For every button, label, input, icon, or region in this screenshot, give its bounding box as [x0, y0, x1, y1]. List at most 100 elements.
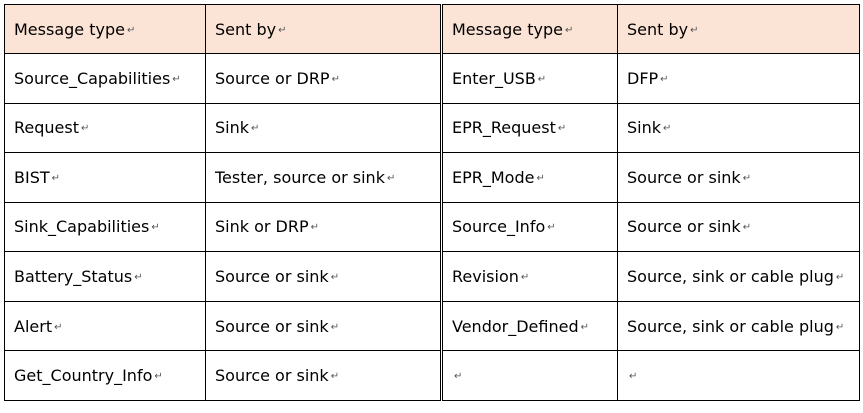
table-cell: Vendor_Defined↵: [440, 300, 618, 352]
header-text: Message type: [14, 19, 125, 39]
paragraph-mark-icon: ↵: [690, 24, 699, 36]
cell-text: Tester, source or sink: [215, 167, 385, 187]
cell-text: Source or sink: [627, 217, 741, 237]
table-cell: Alert↵: [4, 300, 206, 352]
cell-text: EPR_Request: [452, 118, 556, 138]
table-row: Alert↵ Source or sink↵ Vendor_Defined↵ S…: [4, 300, 860, 352]
cell-text: Vendor_Defined: [452, 316, 579, 336]
paragraph-mark-icon: ↵: [835, 321, 845, 333]
paragraph-mark-icon: ↵: [278, 24, 287, 36]
cell-text: EPR_Mode: [452, 167, 535, 187]
paragraph-mark-icon: ↵: [126, 24, 136, 36]
table-cell: Source, sink or cable plug↵: [617, 300, 860, 352]
message-type-table: Message type↵ Sent by↵ Message type↵ Sen…: [4, 4, 860, 401]
cell-text: BIST: [14, 167, 50, 187]
table-cell: ↵: [440, 350, 618, 401]
table-cell: Tester, source or sink↵: [205, 152, 442, 203]
paragraph-mark-icon: ↵: [454, 371, 463, 383]
paragraph-mark-icon: ↵: [536, 172, 545, 184]
table-row: Sink_Capabilities↵ Sink or DRP↵ Source_I…: [4, 201, 860, 253]
table-cell: Source, sink or cable plug↵: [617, 251, 860, 302]
table-cell: Sink or DRP↵: [205, 201, 442, 253]
paragraph-mark-icon: ↵: [151, 222, 160, 234]
table-cell: Source or sink↵: [205, 251, 442, 302]
paragraph-mark-icon: ↵: [520, 272, 530, 284]
table-cell: Battery_Status↵: [4, 251, 206, 302]
header-row: Message type↵ Sent by↵ Message type↵ Sen…: [4, 4, 860, 54]
cell-text: Sink: [215, 118, 250, 138]
table-cell: BIST↵: [4, 152, 206, 203]
paragraph-mark-icon: ↵: [310, 222, 320, 234]
table-row: Source_Capabilities↵ Source or DRP↵ Ente…: [4, 53, 860, 104]
cell-text: Source or sink: [215, 366, 329, 386]
cell-text: Source_Info: [452, 217, 546, 237]
paragraph-mark-icon: ↵: [742, 172, 752, 184]
table-cell: Source_Info↵: [440, 201, 618, 253]
paragraph-mark-icon: ↵: [742, 222, 752, 234]
message-table-container: Message type↵ Sent by↵ Message type↵ Sen…: [4, 4, 860, 401]
paragraph-mark-icon: ↵: [557, 123, 567, 135]
cell-text: DFP: [627, 68, 659, 88]
table-cell: Source or sink↵: [617, 201, 860, 253]
paragraph-mark-icon: ↵: [81, 123, 90, 135]
paragraph-mark-icon: ↵: [134, 272, 143, 284]
paragraph-mark-icon: ↵: [580, 321, 589, 333]
table-cell: Get_Country_Info↵: [4, 350, 206, 401]
header-text: Sent by: [627, 19, 689, 39]
paragraph-mark-icon: ↵: [172, 73, 181, 85]
cell-text: Source, sink or cable plug: [627, 316, 834, 336]
table-cell: Source or DRP↵: [205, 53, 442, 104]
cell-text: Enter_USB: [452, 68, 536, 88]
table-row: Request↵ Sink↵ EPR_Request↵ Sink↵: [4, 102, 860, 154]
cell-text: Source, sink or cable plug: [627, 267, 834, 287]
cell-text: Alert: [14, 316, 53, 336]
paragraph-mark-icon: ↵: [330, 272, 340, 284]
cell-text: Source or sink: [215, 316, 329, 336]
paragraph-mark-icon: ↵: [386, 172, 396, 184]
paragraph-mark-icon: ↵: [835, 272, 845, 284]
table-row: BIST↵ Tester, source or sink↵ EPR_Mode↵ …: [4, 152, 860, 203]
paragraph-mark-icon: ↵: [330, 321, 340, 333]
table-cell: Sink↵: [205, 102, 442, 154]
paragraph-mark-icon: ↵: [330, 371, 340, 383]
paragraph-mark-icon: ↵: [537, 73, 547, 85]
paragraph-mark-icon: ↵: [51, 172, 61, 184]
paragraph-mark-icon: ↵: [331, 73, 340, 85]
header-cell-message-type-left: Message type↵: [4, 4, 206, 54]
table-cell: Revision↵: [440, 251, 618, 302]
table-cell: Enter_USB↵: [440, 53, 618, 104]
table-cell: Source or sink↵: [617, 152, 860, 203]
header-text: Message type: [452, 19, 563, 39]
cell-text: Source or sink: [215, 267, 329, 287]
paragraph-mark-icon: ↵: [564, 24, 574, 36]
cell-text: Source_Capabilities: [14, 68, 171, 88]
cell-text: Sink_Capabilities: [14, 217, 150, 237]
paragraph-mark-icon: ↵: [660, 73, 669, 85]
table-row: Get_Country_Info↵ Source or sink↵ ↵ ↵: [4, 350, 860, 401]
header-cell-message-type-right: Message type↵: [440, 4, 618, 54]
table-cell: Sink↵: [617, 102, 860, 154]
table-cell: Sink_Capabilities↵: [4, 201, 206, 253]
table-cell: ↵: [617, 350, 860, 401]
header-cell-sent-by-right: Sent by↵: [617, 4, 860, 54]
paragraph-mark-icon: ↵: [629, 371, 638, 383]
header-cell-sent-by-left: Sent by↵: [205, 4, 442, 54]
cell-text: Request: [14, 118, 79, 138]
paragraph-mark-icon: ↵: [251, 123, 260, 135]
cell-text: Get_Country_Info: [14, 366, 153, 386]
table-row: Battery_Status↵ Source or sink↵ Revision…: [4, 251, 860, 302]
cell-text: Sink or DRP: [215, 217, 309, 237]
header-text: Sent by: [215, 19, 277, 39]
cell-text: Sink: [627, 118, 662, 138]
paragraph-mark-icon: ↵: [547, 222, 556, 234]
table-cell: DFP↵: [617, 53, 860, 104]
cell-text: Revision: [452, 267, 519, 287]
table-cell: Request↵: [4, 102, 206, 154]
table-cell: Source or sink↵: [205, 350, 442, 401]
table-cell: EPR_Request↵: [440, 102, 618, 154]
table-cell: EPR_Mode↵: [440, 152, 618, 203]
cell-text: Source or DRP: [215, 68, 330, 88]
paragraph-mark-icon: ↵: [54, 321, 63, 333]
table-cell: Source or sink↵: [205, 300, 442, 352]
paragraph-mark-icon: ↵: [154, 371, 163, 383]
